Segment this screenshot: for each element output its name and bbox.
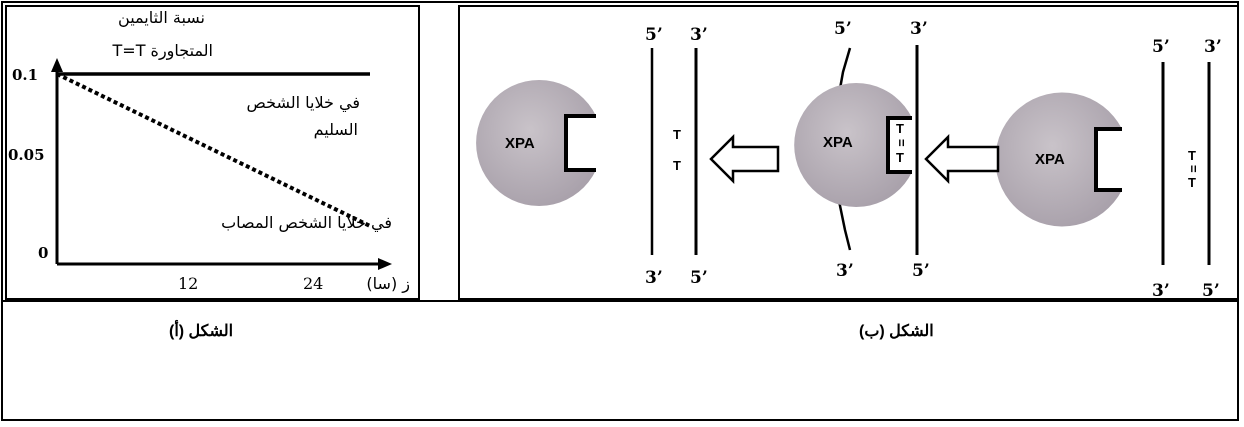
thymine-label: T: [1188, 148, 1196, 163]
thymine-label: T: [673, 158, 681, 173]
y-axis-label-line1: نسبة الثايمين: [118, 8, 205, 28]
panel-a-graph: [5, 5, 420, 300]
repaired-dna: 5’ 3’ 3’ 5’ T T: [645, 25, 708, 288]
thymine-label: T: [896, 121, 904, 136]
x-tick-label-12: 12: [178, 274, 198, 293]
process-arrow: [924, 133, 1000, 185]
damaged-dna: 5’ 3’ 3’ 5’ T = T: [1152, 37, 1222, 301]
strand-end-label: 3’: [690, 25, 708, 45]
xpa-label: XPA: [1035, 151, 1065, 168]
y-tick-label-0-1: 0.1: [12, 66, 38, 84]
y-axis-label-line2: المتجاورة T=T: [112, 41, 213, 61]
xpa-protein-free: XPA: [995, 92, 1122, 227]
healthy-series-label-line1: في خلايا الشخص: [247, 93, 360, 113]
dimer-bond: =: [894, 139, 909, 147]
sick-series-label: في خلايا الشخص المصاب: [221, 213, 392, 233]
strand-end-label: 5’: [1152, 37, 1170, 57]
strand-end-label: 5’: [1202, 281, 1220, 301]
y-axis-arrowhead: [51, 58, 63, 72]
x-axis-label: ز (سا): [366, 274, 410, 294]
x-axis-arrowhead: [378, 258, 392, 270]
thymine-label: T: [896, 150, 904, 165]
strand-end-label: 5’: [645, 25, 663, 45]
healthy-series-label-line2: السليم: [314, 120, 358, 139]
strand-end-label: 5’: [690, 268, 708, 288]
thymine-label: T: [1188, 175, 1196, 190]
xpa-label: XPA: [823, 134, 853, 151]
strand-end-label: 3’: [836, 261, 854, 281]
strand-end-label: 3’: [1152, 281, 1170, 301]
xpa-protein-released: XPA: [476, 80, 596, 207]
xpa-label: XPA: [505, 135, 535, 152]
xpa-bound-complex: XPA T = T 5’ 3’ 3’ 5’: [794, 19, 930, 281]
strand-end-label: 3’: [910, 19, 928, 39]
strand-end-label: 3’: [1204, 37, 1222, 57]
graph-axes: [51, 58, 392, 270]
y-tick-label-0-05: 0.05: [8, 146, 45, 164]
caption-panel-b: الشكل (ب): [859, 323, 934, 340]
process-arrow: [709, 133, 780, 185]
graph-series: [56, 72, 371, 228]
y-tick-label-0: 0: [38, 244, 48, 262]
strand-end-label: 5’: [834, 19, 852, 39]
caption-panel-a: الشكل (أ): [169, 323, 234, 340]
dimer-bond: =: [1186, 165, 1201, 173]
thymine-label: T: [673, 127, 681, 142]
sick-series-line: [56, 72, 371, 228]
panel-b-diagram: [458, 5, 1239, 300]
x-tick-label-24: 24: [303, 274, 323, 293]
strand-end-label: 3’: [645, 268, 663, 288]
strand-end-label: 5’: [912, 261, 930, 281]
caption-divider: [1, 300, 1239, 302]
